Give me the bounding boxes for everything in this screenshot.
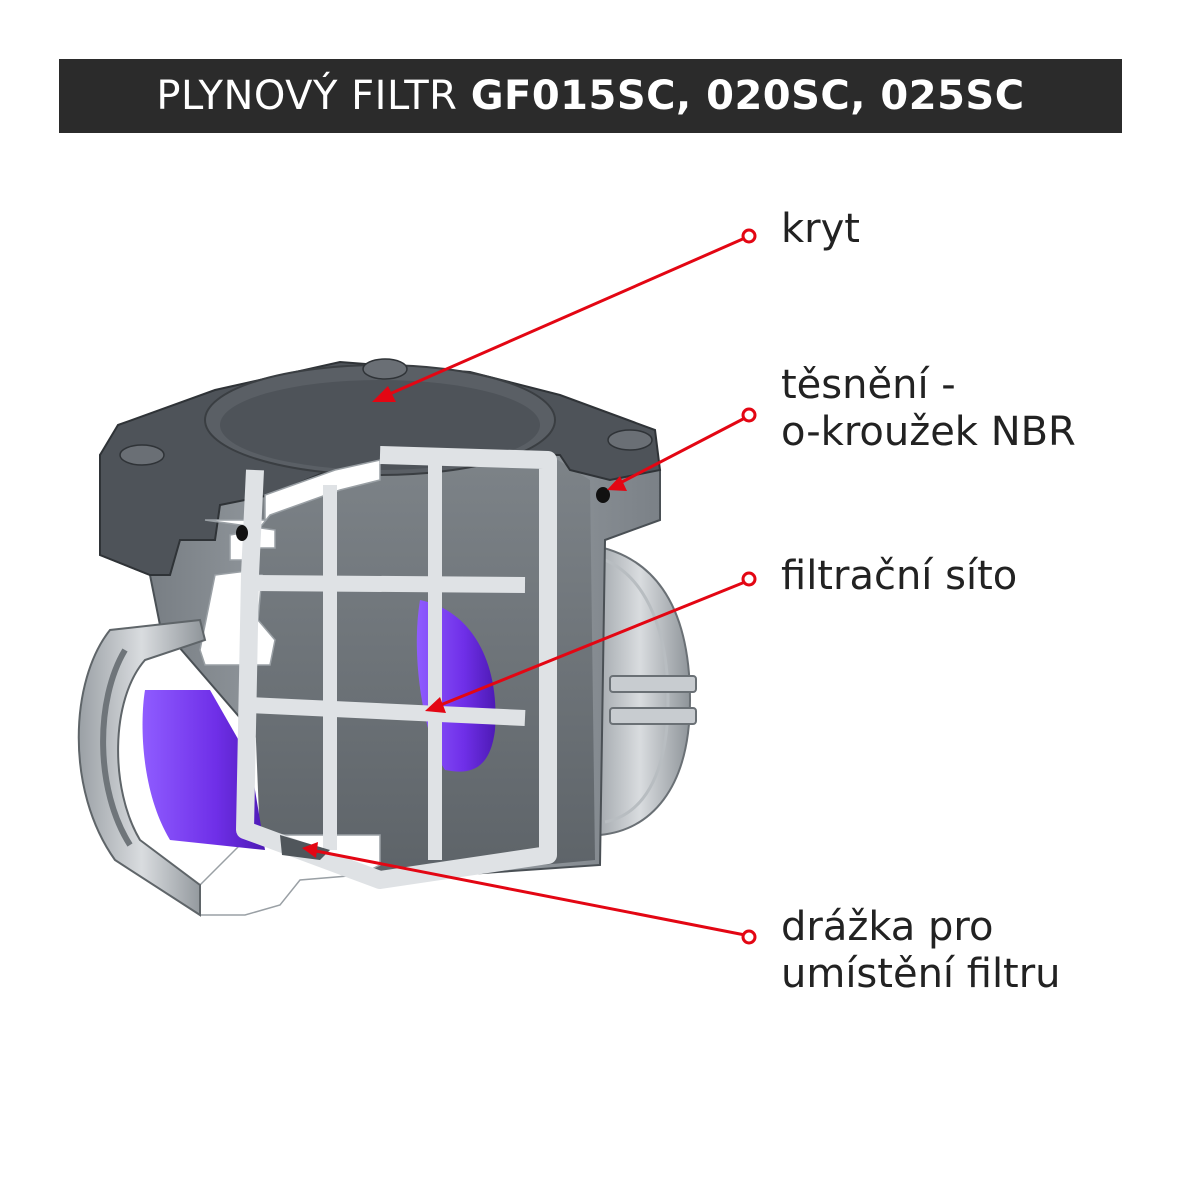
screw-left-icon: [119, 444, 165, 466]
callout-screen: filtrační síto: [781, 553, 1017, 600]
outlet-port: [589, 543, 697, 836]
inlet-port: [77, 618, 265, 917]
callout-groove: drážka pro umístění filtru: [781, 904, 1061, 998]
callout-o-ring: těsnění - o-kroužek NBR: [781, 362, 1076, 456]
leader-o-ring: [607, 407, 757, 491]
screw-top-icon: [362, 358, 408, 380]
screw-right-icon: [607, 429, 653, 451]
callout-kryt-line-1: kryt: [781, 206, 860, 252]
title-models: GF015SC, 020SC, 025SC: [470, 73, 1025, 119]
callout-screen-line-1: filtrační síto: [781, 553, 1018, 599]
cover: [99, 358, 662, 576]
callout-groove-line-2: umístění filtru: [781, 951, 1061, 997]
inlet-insert: [142, 690, 265, 850]
title-bar: PLYNOVÝ FILTR GF015SC, 020SC, 025SC: [59, 59, 1122, 133]
o-ring-seal: [236, 487, 610, 541]
leader-groove: [302, 842, 757, 945]
leader-kryt: [372, 228, 757, 402]
callout-groove-line-1: drážka pro: [781, 904, 994, 950]
page-title: PLYNOVÝ FILTR GF015SC, 020SC, 025SC: [156, 73, 1024, 119]
callout-o-ring-line-1: těsnění -: [781, 362, 956, 408]
title-prefix: PLYNOVÝ FILTR: [156, 73, 471, 119]
filter-screen: [236, 446, 557, 889]
callout-o-ring-line-2: o-kroužek NBR: [781, 409, 1076, 455]
leader-lines: [302, 228, 757, 945]
callout-kryt: kryt: [781, 206, 860, 253]
leader-screen: [425, 571, 757, 713]
